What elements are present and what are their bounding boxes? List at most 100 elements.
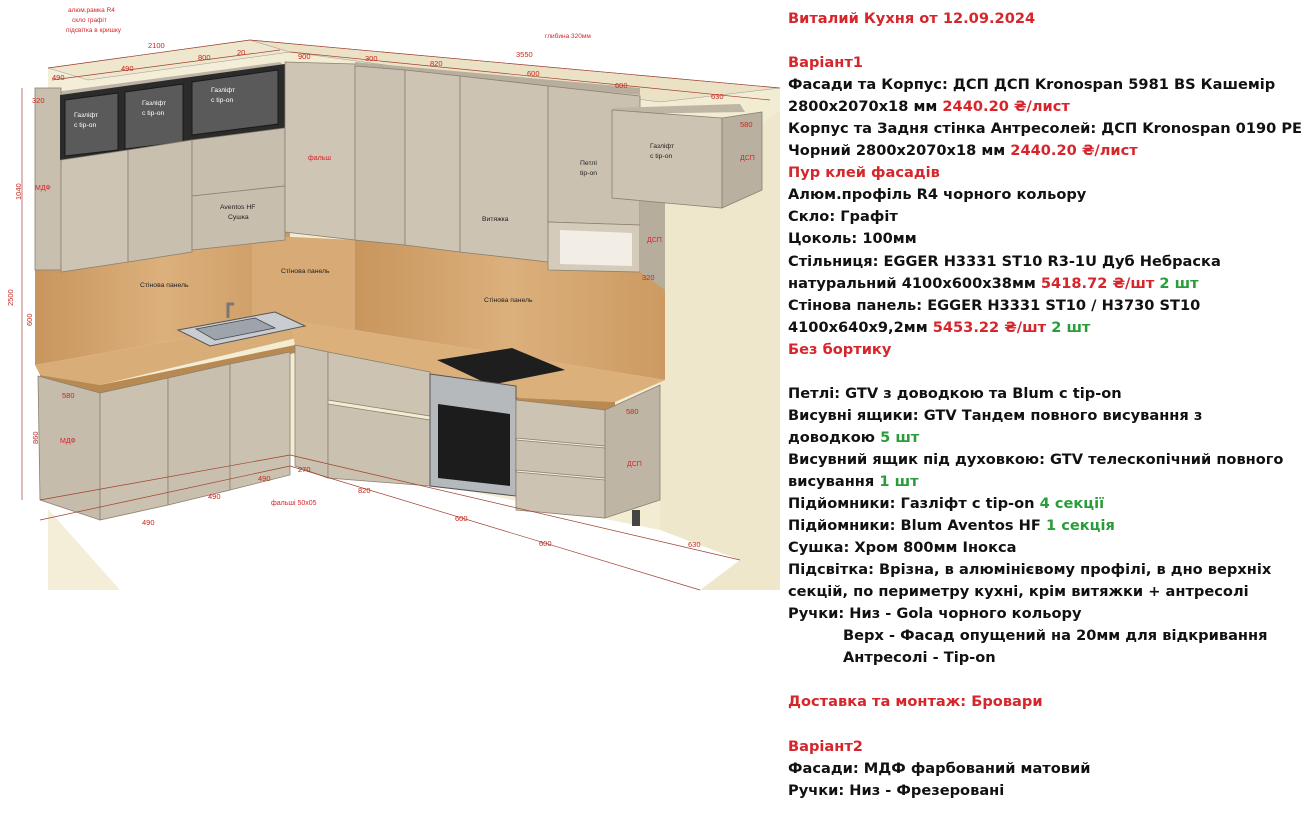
dim-490-floor-1: 490 <box>258 474 271 483</box>
upper-right-facade-1 <box>354 65 406 246</box>
oven-drawer-qty: 1 шт <box>879 472 919 490</box>
hinges-label-1: Петлі <box>580 159 597 167</box>
glue-line: Пур клей фасадів <box>788 164 940 182</box>
label-falsh: фальш <box>308 155 331 162</box>
dim-580-left: 580 <box>62 391 75 400</box>
oven-drawer-line-1: Висувний ящик під духовкою: GTV телескоп… <box>788 450 1284 468</box>
dim-800-top: 800 <box>198 53 211 62</box>
drawers-line-1: Висувні ящики: GTV Тандем повного висува… <box>788 406 1203 424</box>
variant2-heading: Варіант2 <box>788 737 863 755</box>
no-edge-line: Без бортику <box>788 340 892 358</box>
dryer-line: Сушка: Хром 800мм Інокса <box>788 539 1017 557</box>
dim-300-top: 300 <box>365 54 378 63</box>
dim-490-top-1: 490 <box>52 73 65 82</box>
gaslift-2-b: с tip-on <box>142 110 165 117</box>
aventos-label-1: Aventos HF <box>220 204 255 211</box>
spec-title: Виталий Кухня от 12.09.2024 <box>788 10 1036 27</box>
mezz-gaslift-b: с tip-on <box>650 153 673 160</box>
dim-320-right: 320 <box>642 273 655 282</box>
oven-drawer-line-2: висування <box>788 472 875 490</box>
light-line-2: секцій, по периметру кухні, крім витяжки… <box>788 583 1249 601</box>
v2-handles-line: Ручки: Низ - Фрезеровані <box>788 781 1005 799</box>
depth-note: глибина 320мм <box>545 32 591 40</box>
backsplash-right <box>355 240 665 380</box>
hinges-label-2: tip-on <box>580 170 597 177</box>
dim-860: 860 <box>31 431 40 444</box>
sink-tap <box>226 302 234 318</box>
sink-bowl <box>194 317 277 341</box>
wall-panel-label-right: Стінова панель <box>484 296 533 304</box>
hood-label: Витяжка <box>482 216 509 223</box>
note-frame: алюм.рамка R4 <box>68 7 115 14</box>
dim-600-floor-2: 600 <box>539 539 552 548</box>
dim-270: 270 <box>298 465 311 474</box>
dimension-lines <box>21 39 781 591</box>
gaslift-3-b: с tip-on <box>211 97 234 104</box>
facades-price: 2440.20 ₴/лист <box>942 98 1070 116</box>
upper-right-hood <box>459 75 549 263</box>
lower-right-facade-1 <box>294 344 329 479</box>
gaslift-3-a: Газліфт <box>211 86 235 94</box>
label-dsp-lower: ДСП <box>627 461 642 468</box>
variant1-heading: Варіант1 <box>788 54 863 72</box>
note-light: підсвітка в кришку <box>66 26 122 34</box>
drawers-qty: 5 шт <box>880 428 920 446</box>
spec-list: Виталий Кухня от 12.09.2024 Варіант1 Фас… <box>788 8 1302 802</box>
upper-left-facade-3 <box>191 127 286 197</box>
lift-1-qty: 4 секції <box>1039 495 1105 513</box>
profile-line: Алюм.профіль R4 чорного кольору <box>788 186 1087 204</box>
worktop-line-1: Стільниця: EGGER H3331 ST10 R3-1U Дуб Не… <box>788 252 1221 270</box>
dim-600-vertical: 600 <box>25 313 34 326</box>
upper-right-facade-2 <box>404 69 461 253</box>
label-falsh-note: фальші 50х05 <box>271 499 317 507</box>
v2-facades-line: Фасади: МДФ фарбований матовий <box>788 759 1091 777</box>
body-line-2: Чорний 2800х2070х18 мм <box>788 142 1006 160</box>
upper-left-top <box>55 62 285 96</box>
light-line-1: Підсвітка: Врізна, в алюмінієвому профіл… <box>788 561 1272 579</box>
dim-900-top: 900 <box>298 52 311 61</box>
upper-right-side <box>640 196 665 290</box>
dim-490-floor-3: 490 <box>142 518 155 527</box>
countertop-corner-edge <box>100 345 295 393</box>
plinth-line: Цоколь: 100мм <box>788 230 917 248</box>
dim-630-floor: 630 <box>688 540 701 549</box>
lower-left-facade-1 <box>99 377 169 521</box>
label-dsp-mid: ДСП <box>647 237 662 244</box>
hob <box>437 348 565 385</box>
dim-1040: 1040 <box>14 183 23 200</box>
mezzanine-top <box>612 104 745 114</box>
dim-630-top: 630 <box>711 92 724 101</box>
dim-3550: 3550 <box>516 50 533 59</box>
countertop-right-edge <box>295 345 615 410</box>
dim-820-top: 820 <box>430 59 443 68</box>
lift-line-2: Підйомники: Blum Aventos HF <box>788 517 1041 535</box>
kitchen-drawing: алюм.рамка R4 скло графіт підсвітка в кр… <box>6 7 781 591</box>
open-shelf-inner <box>560 230 632 266</box>
dim-20-top: 20 <box>237 48 245 57</box>
label-mdf-upper: МДФ <box>35 185 51 192</box>
upper-left-cab-1 <box>34 87 62 271</box>
mezz-gaslift-a: Газліфт <box>650 142 674 150</box>
body-price: 2440.20 ₴/лист <box>1010 142 1138 160</box>
label-mdf-lower: МДФ <box>60 438 76 445</box>
aventos-label-2: Сушка <box>228 214 249 221</box>
upper-left-glass-1 <box>64 92 119 157</box>
delivery-line: Доставка та монтаж: Бровари <box>788 693 1043 711</box>
panel-line-1: Стінова панель: EGGER H3331 ST10 / H3730… <box>788 296 1201 314</box>
handles-line-2: Верх - Фасад опущений на 20мм для відкри… <box>843 627 1268 645</box>
panel-line-2: 4100х640х9,2мм <box>788 318 928 336</box>
backsplash-mid <box>252 235 355 330</box>
gaslift-1-a: Газліфт <box>74 111 98 119</box>
dim-600-top: 600 <box>527 69 540 78</box>
dim-490-floor-2: 490 <box>208 492 221 501</box>
handles-line-1: Ручки: Низ - Gola чорного кольору <box>788 605 1082 623</box>
dim-2500: 2500 <box>6 289 15 306</box>
lower-left-facade-2 <box>167 363 231 506</box>
lower-left-facade-3 <box>229 351 291 491</box>
wall-panel-label-mid: Стінова панель <box>281 267 330 275</box>
lift-2-qty: 1 секція <box>1045 517 1115 535</box>
gaslift-1-b: с tip-on <box>74 122 97 129</box>
dim-2100: 2100 <box>148 41 165 50</box>
cabinet-leg <box>632 510 640 526</box>
upper-corner-cab <box>284 61 356 241</box>
